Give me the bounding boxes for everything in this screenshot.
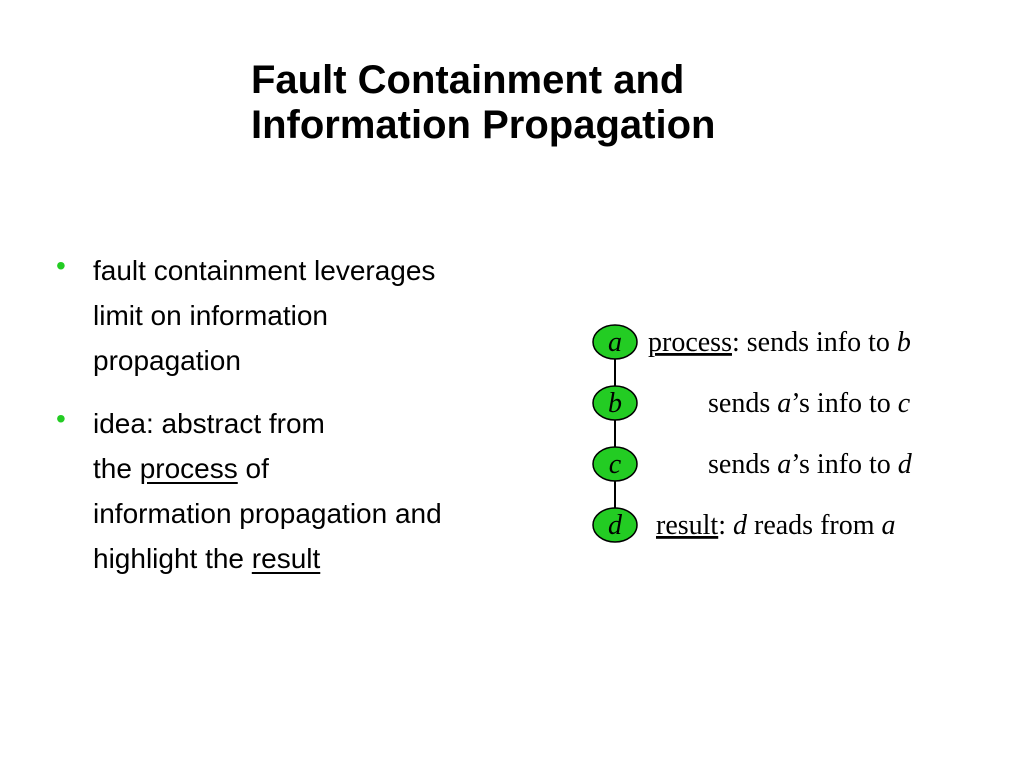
caption-d-i1: d xyxy=(733,510,748,541)
bullet-1-line-2: limit on information xyxy=(93,300,328,331)
bullet-2-line-3: information propagation and xyxy=(93,498,442,529)
node-d-label: d xyxy=(608,510,623,541)
caption-c-t1: ’s info to xyxy=(791,449,898,480)
node-d-shape xyxy=(592,507,638,543)
bullet-2-line-1: idea: abstract from xyxy=(93,408,325,439)
title-line-1: Fault Containment and xyxy=(251,58,685,102)
caption-c-i0: a xyxy=(777,449,791,480)
caption-b-t1: ’s info to xyxy=(791,388,898,419)
result-underlined: result xyxy=(251,543,321,574)
process-underlined: process xyxy=(139,453,238,484)
bullet-item-1: • fault containment leverages limit on i… xyxy=(56,248,536,383)
caption-d-i2: a xyxy=(882,510,896,541)
caption-d-u: result xyxy=(656,510,718,541)
caption-b: sends a’s info to c xyxy=(708,388,911,419)
node-c-shape xyxy=(592,446,638,482)
node-c-label: c xyxy=(609,449,622,480)
caption-b-t0: sends xyxy=(708,388,777,419)
node-a-label: a xyxy=(608,327,622,358)
caption-a-i1: b xyxy=(897,327,911,358)
caption-b-i0: a xyxy=(777,388,791,419)
bullet-2-line-2-post: of xyxy=(237,453,269,484)
bullet-2-line-4-pre: highlight the xyxy=(93,543,252,574)
caption-d-t1: : xyxy=(718,510,733,541)
node-a: a xyxy=(592,324,638,360)
title-line-2: Information Propagation xyxy=(251,103,716,147)
bullet-dot-icon: • xyxy=(56,403,66,434)
bullet-1-line-3: propagation xyxy=(93,345,241,376)
node-d: d xyxy=(592,507,638,543)
bullet-list: • fault containment leverages limit on i… xyxy=(56,248,536,581)
bullet-1-line-1: fault containment leverages xyxy=(93,255,436,286)
node-b-shape xyxy=(592,385,638,421)
bullet-item-2: • idea: abstract from the process of inf… xyxy=(56,401,536,581)
caption-d: result: d reads from a xyxy=(656,510,896,541)
caption-c: sends a’s info to d xyxy=(708,449,913,480)
caption-c-t0: sends xyxy=(708,449,777,480)
slide-title: Fault Containment and Information Propag… xyxy=(251,58,715,148)
caption-d-t2: reads from xyxy=(747,510,882,541)
caption-a-u: process xyxy=(648,327,732,358)
caption-a: process: sends info to b xyxy=(648,327,911,358)
bullet-2-line-2: the process of xyxy=(93,446,536,491)
node-b: b xyxy=(592,385,638,421)
bullet-dot-icon: • xyxy=(56,250,66,281)
node-b-label: b xyxy=(608,388,622,419)
bullet-2-line-4: highlight the result xyxy=(93,536,536,581)
node-a-shape xyxy=(592,324,638,360)
caption-b-i1: c xyxy=(898,388,911,419)
node-c: c xyxy=(592,446,638,482)
caption-a-t1: : sends info to xyxy=(732,327,897,358)
bullet-2-line-2-pre: the xyxy=(93,453,140,484)
caption-c-i1: d xyxy=(898,449,913,480)
